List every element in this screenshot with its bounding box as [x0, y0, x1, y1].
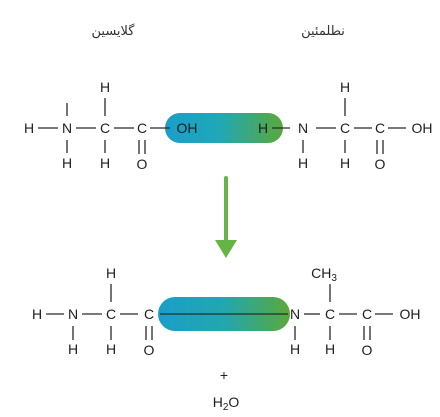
reaction-arrow	[215, 176, 237, 258]
atom-h: H	[340, 79, 350, 95]
plus-sign: +	[220, 367, 228, 383]
atom-c: C	[362, 306, 372, 322]
water-h: H	[213, 394, 223, 410]
atom-h: H	[100, 79, 110, 95]
atom-oh: OH	[412, 120, 433, 136]
atom-h: H	[24, 120, 34, 136]
atom-c: C	[340, 120, 350, 136]
atom-c: C	[106, 306, 116, 322]
atom-h: H	[106, 341, 116, 357]
atom-h: H	[100, 155, 110, 171]
atom-n: N	[298, 120, 308, 136]
water-formula: H2O	[213, 394, 240, 413]
atom-h: H	[340, 155, 350, 171]
top-bonds	[38, 98, 406, 154]
atom-c: C	[100, 120, 110, 136]
atom-o: O	[144, 342, 155, 358]
water-subscript: 2	[223, 402, 229, 413]
atom-h: H	[68, 341, 78, 357]
atom-c: C	[144, 306, 154, 322]
atom-h: H	[62, 155, 72, 171]
atom-c: C	[325, 306, 335, 322]
atom-h: H	[106, 265, 116, 281]
atom-c: C	[375, 120, 385, 136]
atom-h: H	[258, 120, 268, 136]
water-o: O	[228, 394, 239, 410]
atom-h: H	[325, 341, 335, 357]
atom-n: N	[290, 306, 300, 322]
atom-o: O	[137, 156, 148, 172]
atom-oh: OH	[177, 120, 198, 136]
atom-o: O	[375, 156, 386, 172]
atom-o: O	[362, 342, 373, 358]
left-molecule-label: گلایسین	[92, 23, 136, 39]
top-highlight-capsule	[165, 113, 283, 143]
atom-h: H	[290, 341, 300, 357]
atom-h: H	[32, 306, 42, 322]
right-molecule-label: نطلمئین	[301, 24, 345, 39]
subscript-3: 3	[331, 273, 337, 284]
atom-oh: OH	[400, 306, 421, 322]
atom-n: N	[68, 306, 78, 322]
atom-h: H	[298, 155, 308, 171]
atom-n: N	[62, 120, 72, 136]
atom-c: C	[137, 120, 147, 136]
bottom-bonds	[46, 284, 393, 340]
atom-ch: CH	[311, 265, 331, 281]
methyl-group: CH3	[311, 265, 337, 284]
